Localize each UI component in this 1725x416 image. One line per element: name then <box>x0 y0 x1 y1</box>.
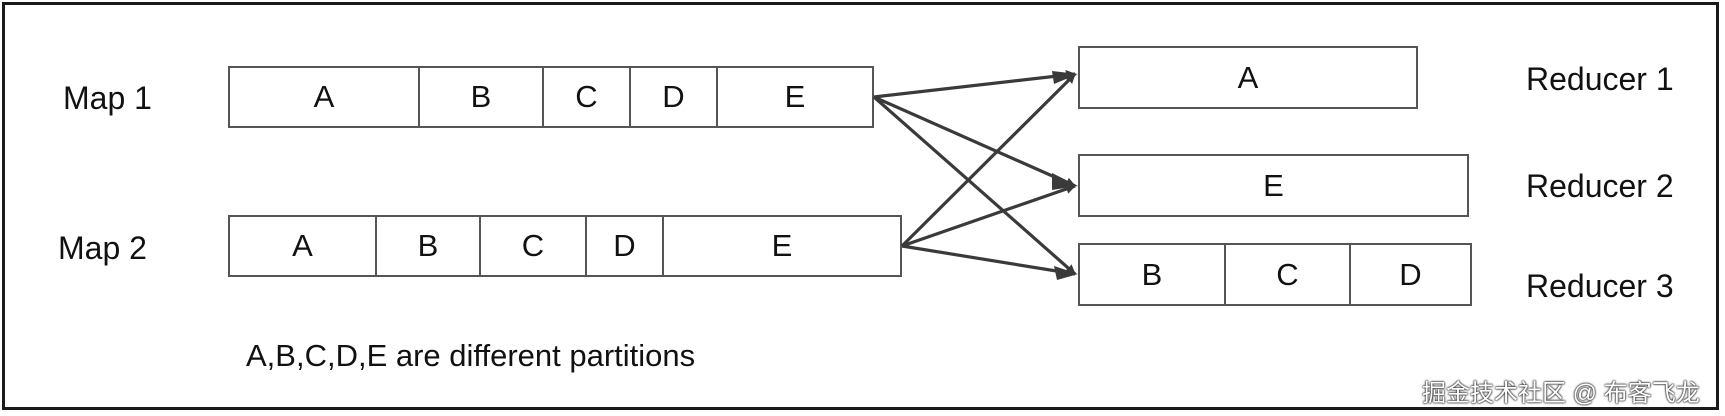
reducer-3-label: Reducer 3 <box>1526 268 1674 304</box>
arrow-map1-to-reducer3 <box>872 95 1077 276</box>
map-1-partition-e: E <box>784 79 806 114</box>
arrow-map2-to-reducer1 <box>900 72 1077 248</box>
reducer-3-bar: B C D <box>1078 243 1472 306</box>
reducer-2-partition-e: E <box>1263 167 1284 203</box>
map-2-bar: A B C D E <box>228 215 902 277</box>
map-2-partition-c: C <box>481 217 587 275</box>
map-2-partition-d: D <box>587 217 664 275</box>
watermark: 掘金技术社区 @ 布客飞龙 <box>1422 380 1700 407</box>
reducer-2-label: Reducer 2 <box>1526 168 1674 204</box>
map-1-partition-a: A <box>230 68 420 126</box>
map-1-partition-d: D <box>631 68 718 126</box>
map-1-label: Map 1 <box>63 80 152 116</box>
reducer-1-label: Reducer 1 <box>1526 61 1674 97</box>
reducer-1-partition-a: A <box>1237 59 1259 95</box>
reducer-3-partition-d: D <box>1399 256 1422 292</box>
map-2-partition-b: B <box>377 217 481 275</box>
reducer-1-bar: A <box>1078 46 1418 109</box>
reducer-3-partition-b: B <box>1080 245 1226 304</box>
arrowhead-reducer1 <box>1052 71 1078 84</box>
arrow-map1-to-reducer2 <box>873 95 1076 188</box>
arrow-map1-to-reducer1 <box>873 70 1076 99</box>
arrowhead-reducer3 <box>1054 266 1078 280</box>
reducer-2-bar: E <box>1078 154 1469 217</box>
arrow-map2-to-reducer2 <box>901 184 1076 248</box>
map-2-label: Map 2 <box>58 230 147 266</box>
map-2-partition-e: E <box>771 228 793 263</box>
arrowhead-reducer2 <box>1052 173 1078 190</box>
reducer-3-partition-c: C <box>1226 245 1351 304</box>
diagram-frame <box>2 2 1719 410</box>
map-2-partition-a: A <box>230 217 377 275</box>
map-1-bar: A B C D E <box>228 66 874 128</box>
map-1-partition-b: B <box>420 68 544 126</box>
partitions-note: A,B,C,D,E are different partitions <box>246 338 696 373</box>
arrow-map2-to-reducer3 <box>901 244 1076 278</box>
map-1-partition-c: C <box>544 68 631 126</box>
